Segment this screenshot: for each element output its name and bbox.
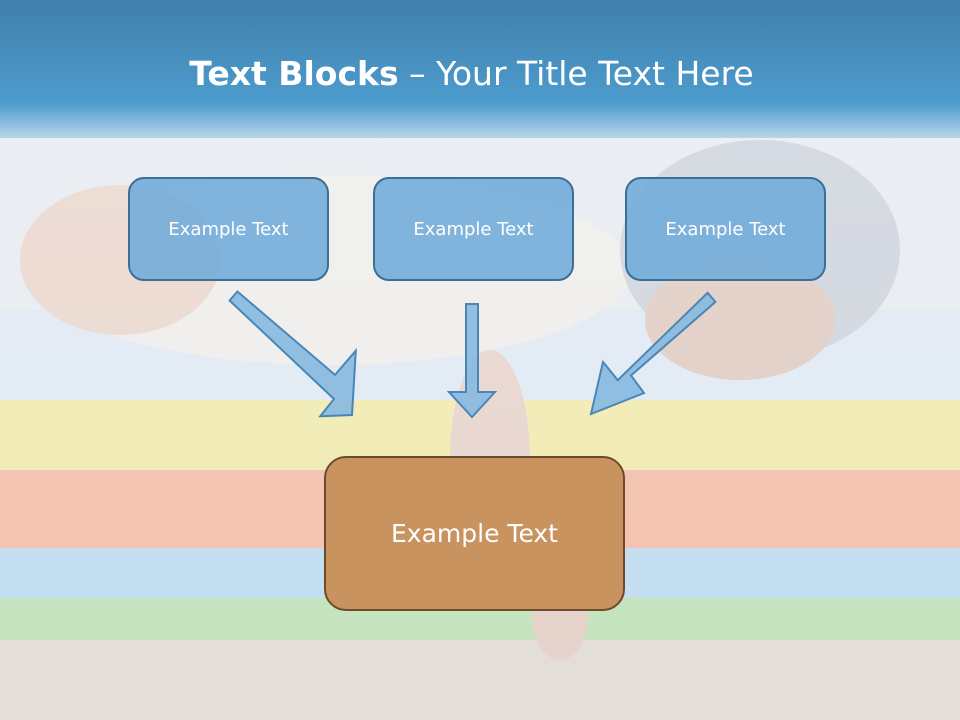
slide-title: Text Blocks – Your Title Text Here: [0, 54, 943, 93]
text-block-1-label: Example Text: [168, 218, 289, 240]
text-block-2-label: Example Text: [413, 218, 534, 240]
arrow-right: [589, 291, 717, 416]
target-block-label: Example Text: [391, 519, 558, 548]
arrow-center: [446, 303, 498, 419]
text-block-2: Example Text: [373, 177, 574, 281]
title-bold: Text Blocks: [189, 54, 399, 93]
text-block-3: Example Text: [625, 177, 826, 281]
title-rest: Your Title Text Here: [436, 54, 754, 93]
text-block-1: Example Text: [128, 177, 329, 281]
target-block: Example Text: [324, 456, 625, 611]
arrow-left: [228, 290, 357, 418]
title-separator: –: [398, 54, 437, 93]
text-block-3-label: Example Text: [665, 218, 786, 240]
